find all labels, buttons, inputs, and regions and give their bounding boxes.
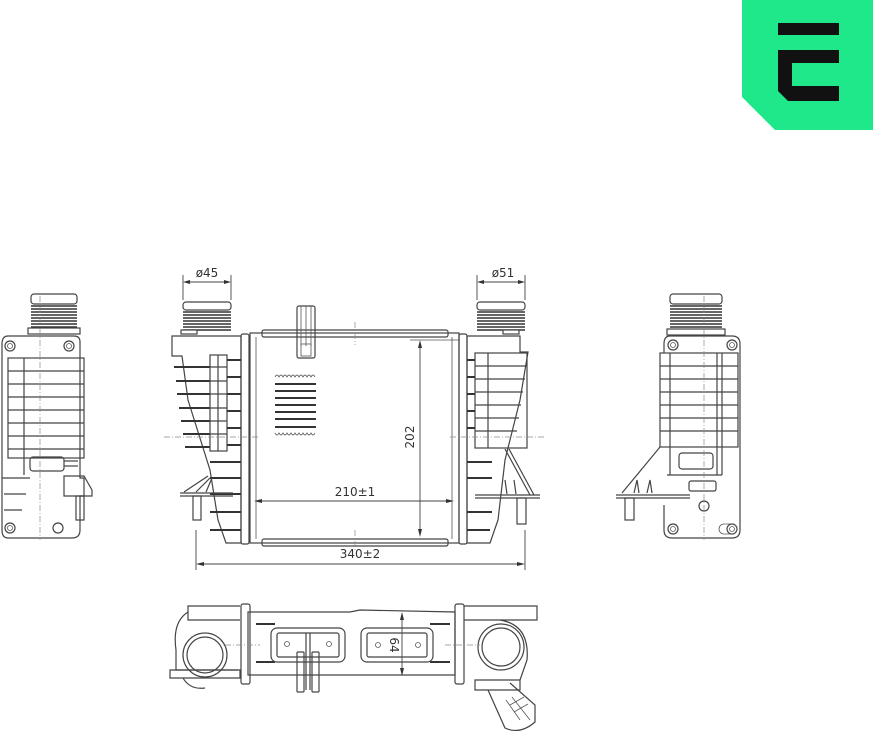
thread-icon: [477, 311, 525, 331]
thread-icon: [183, 311, 231, 331]
bottom-view: 64: [169, 603, 538, 732]
thread-icon: [31, 305, 77, 328]
thread-icon: [670, 305, 722, 328]
right-tank-fins: [467, 352, 535, 531]
front-view: ø45 ø51 202 210±1: [164, 266, 545, 570]
outlet-diameter-label: ø51: [492, 266, 515, 280]
brand-logo: [742, 0, 873, 130]
left-tank-fins: [174, 354, 241, 531]
inlet-diameter-label: ø45: [196, 266, 219, 280]
overall-width-label: 340±2: [340, 547, 381, 561]
left-side-view: [1, 293, 93, 540]
core-width-label: 210±1: [335, 485, 376, 499]
core-depth-label: 64: [387, 637, 401, 652]
dim-overall-width: 340±2: [195, 530, 526, 570]
right-side-view: [616, 293, 741, 540]
logo-background: [742, 0, 873, 130]
dim-core-depth: 64: [387, 612, 404, 676]
dim-core-height: 202: [403, 339, 460, 537]
core-height-label: 202: [403, 426, 417, 449]
fin-detail: [274, 374, 316, 436]
logo-e-icon: [742, 0, 873, 130]
dim-outlet-diameter: ø51: [476, 266, 526, 300]
dim-inlet-diameter: ø45: [182, 266, 232, 300]
core-outline: [249, 332, 460, 544]
dim-core-width: 210±1: [254, 485, 454, 503]
